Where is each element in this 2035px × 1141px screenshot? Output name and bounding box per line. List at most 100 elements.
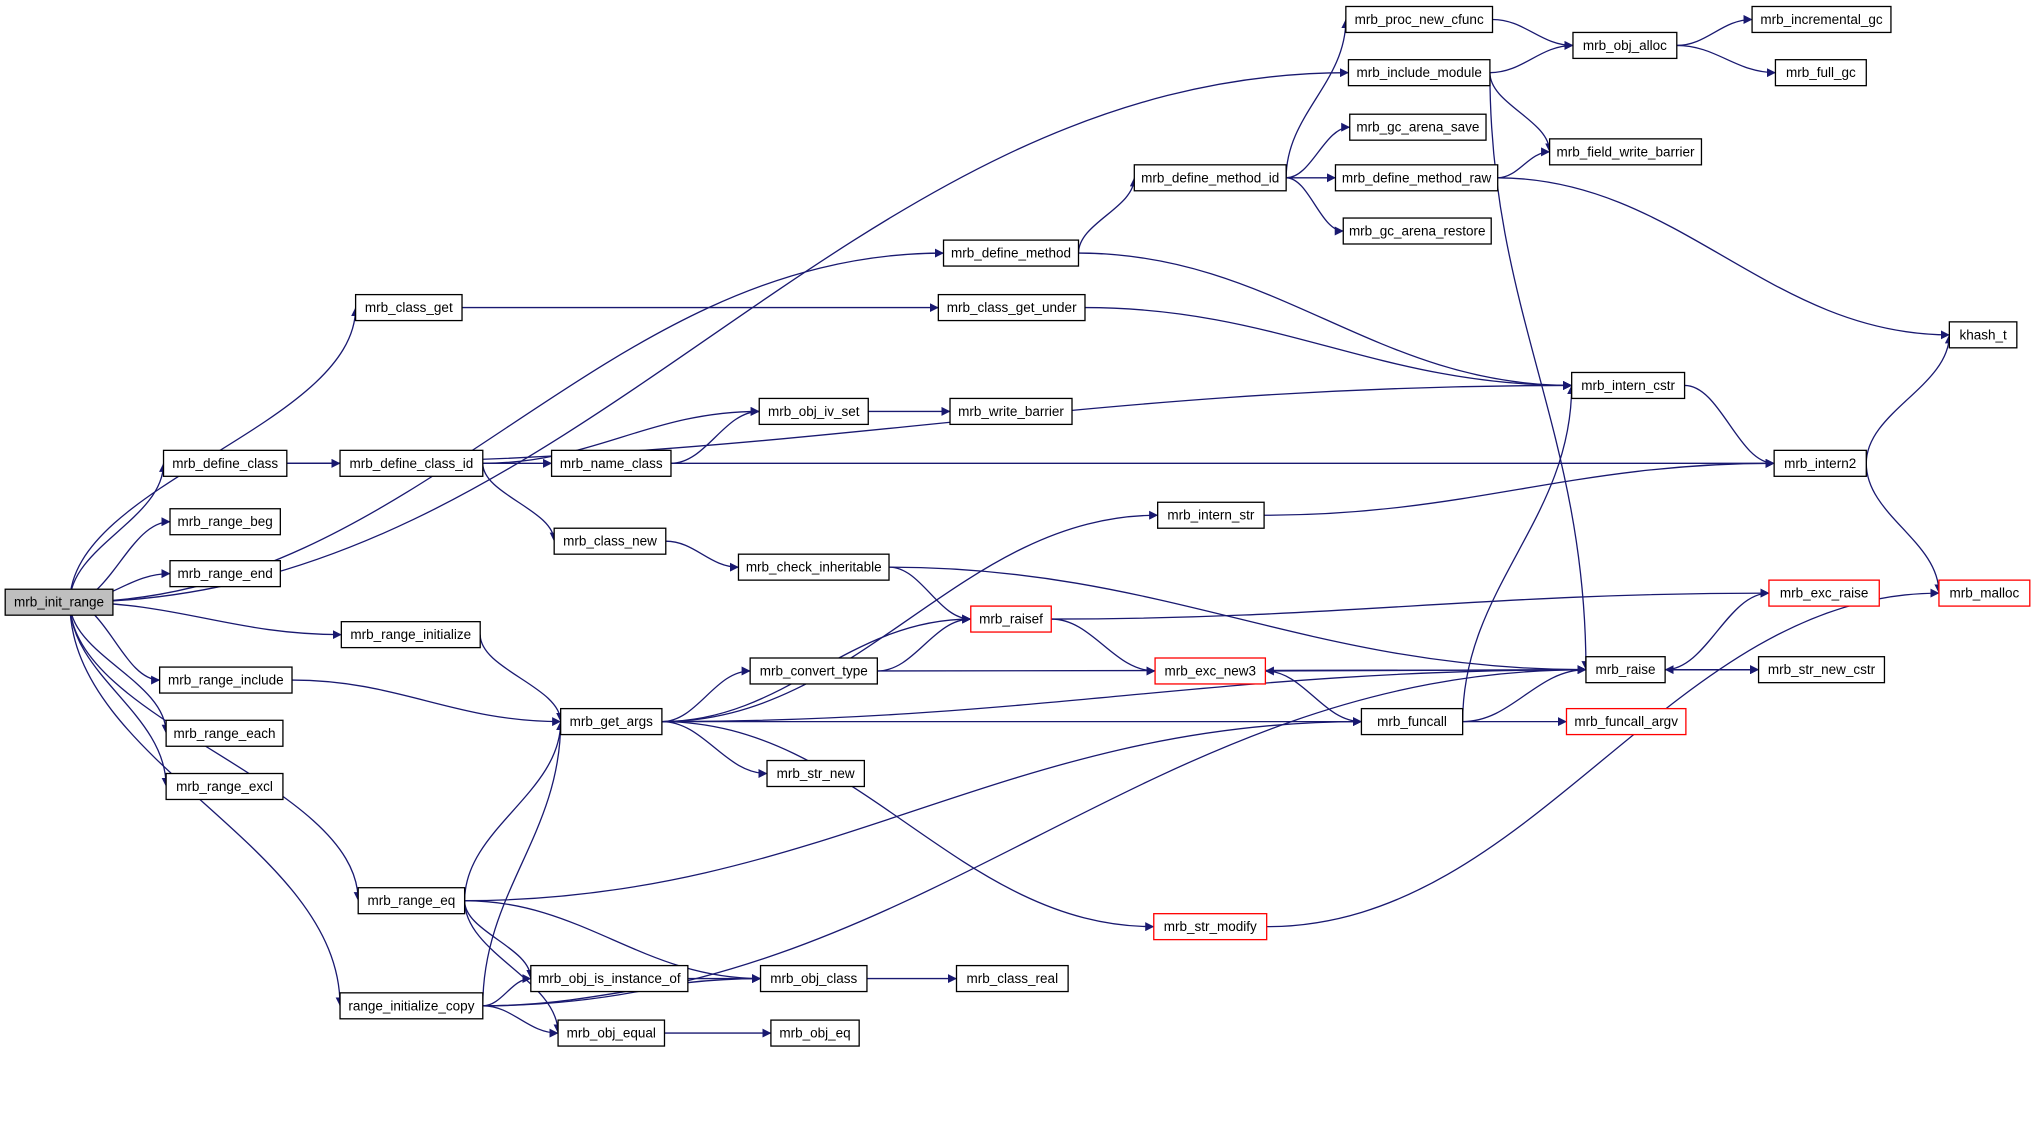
node-mrb-str-modify[interactable]: mrb_str_modify	[1153, 913, 1268, 941]
node-box	[1360, 707, 1464, 736]
node-mrb-define-method-raw[interactable]: mrb_define_method_raw	[1334, 164, 1499, 192]
node-mrb-malloc[interactable]: mrb_malloc	[1938, 579, 2031, 607]
node-box	[1768, 579, 1880, 607]
node-mrb-obj-equal[interactable]: mrb_obj_equal	[557, 1019, 666, 1047]
node-mrb-str-new[interactable]: mrb_str_new	[766, 759, 866, 788]
node-box	[357, 887, 466, 915]
node-box	[1948, 321, 2018, 349]
call-edge	[665, 540, 739, 572]
node-mrb-define-class-id[interactable]: mrb_define_class_id	[339, 449, 484, 477]
node-mrb-class-get[interactable]: mrb_class_get	[354, 293, 463, 322]
node-box	[340, 621, 481, 649]
node-mrb-define-method-id[interactable]: mrb_define_method_id	[1133, 164, 1287, 192]
node-mrb-range-end[interactable]: mrb_range_end	[169, 560, 281, 588]
node-mrb-range-excl[interactable]: mrb_range_excl	[165, 772, 284, 801]
node-mrb-define-method[interactable]: mrb_define_method	[942, 239, 1080, 267]
node-mrb-range-eq[interactable]: mrb_range_eq	[357, 887, 466, 915]
node-layer: mrb_init_range mrb_proc_new_cfunc mrb_obj_…	[4, 5, 2031, 1047]
node-box	[749, 657, 878, 685]
node-khash-t[interactable]: khash_t	[1948, 321, 2018, 349]
node-mrb-write-barrier[interactable]: mrb_write_barrier	[949, 397, 1073, 426]
node-label: mrb_obj_iv_set	[768, 404, 860, 419]
node-mrb-obj-eq[interactable]: mrb_obj_eq	[770, 1019, 860, 1047]
node-label: mrb_define_method_id	[1141, 170, 1279, 185]
node-mrb-incremental-gc[interactable]: mrb_incremental_gc	[1751, 5, 1892, 34]
node-mrb-obj-is-instance-of[interactable]: mrb_obj_is_instance_of	[530, 964, 689, 993]
node-mrb-range-beg[interactable]: mrb_range_beg	[169, 508, 281, 536]
node-mrb-gc-arena-restore[interactable]: mrb_gc_arena_restore	[1342, 217, 1492, 245]
call-edge	[661, 720, 1155, 932]
node-mrb-intern-cstr[interactable]: mrb_intern_cstr	[1571, 371, 1686, 400]
call-edge	[1286, 177, 1344, 236]
call-edge	[1489, 40, 1574, 74]
node-box	[560, 707, 663, 736]
node-range-initialize-copy[interactable]: range_initialize_copy	[339, 992, 484, 1020]
node-mrb-gc-arena-save[interactable]: mrb_gc_arena_save	[1349, 113, 1487, 141]
call-edge	[1077, 177, 1139, 254]
call-edge	[292, 679, 562, 727]
node-box	[970, 605, 1052, 633]
node-box	[1345, 5, 1494, 34]
node-label: mrb_class_get	[365, 300, 453, 315]
call-edge	[479, 634, 566, 723]
call-edge	[889, 566, 972, 624]
node-mrb-full-gc[interactable]: mrb_full_gc	[1774, 59, 1867, 87]
node-mrb-obj-class[interactable]: mrb_obj_class	[759, 964, 868, 993]
node-mrb-get-args[interactable]: mrb_get_args	[560, 707, 663, 736]
call-edge	[1078, 252, 1573, 390]
call-edge	[463, 900, 536, 980]
node-mrb-range-include[interactable]: mrb_range_include	[158, 666, 293, 694]
node-label: mrb_name_class	[560, 456, 663, 471]
node-box	[169, 560, 281, 588]
node-label: mrb_define_method	[951, 246, 1071, 261]
call-edge	[1285, 19, 1351, 178]
node-mrb-class-real[interactable]: mrb_class_real	[955, 964, 1069, 993]
call-edge	[482, 1005, 559, 1038]
node-mrb-check-inheritable[interactable]: mrb_check_inheritable	[737, 553, 890, 581]
node-mrb-class-new[interactable]: mrb_class_new	[553, 527, 667, 555]
node-mrb-define-class[interactable]: mrb_define_class	[162, 449, 288, 477]
node-mrb-exc-raise[interactable]: mrb_exc_raise	[1768, 579, 1880, 607]
node-label: mrb_obj_alloc	[1583, 38, 1667, 53]
node-mrb-range-each[interactable]: mrb_range_each	[165, 719, 284, 747]
node-label: range_initialize_copy	[348, 998, 474, 1013]
call-edge	[1265, 670, 1362, 727]
node-mrb-range-initialize[interactable]: mrb_range_initialize	[340, 621, 481, 649]
node-mrb-funcall[interactable]: mrb_funcall	[1360, 707, 1464, 736]
node-box	[1571, 371, 1686, 400]
call-edge	[1489, 72, 1555, 153]
node-label: mrb_range_beg	[178, 514, 273, 529]
node-mrb-str-new-cstr[interactable]: mrb_str_new_cstr	[1757, 656, 1886, 684]
node-box	[1757, 656, 1886, 684]
node-box	[1565, 707, 1687, 736]
node-label: mrb_get_args	[570, 714, 654, 729]
node-box	[1334, 164, 1499, 192]
node-label: mrb_malloc	[1949, 586, 2019, 601]
node-mrb-raise[interactable]: mrb_raise	[1585, 656, 1666, 684]
node-mrb-convert-type[interactable]: mrb_convert_type	[749, 657, 878, 685]
node-mrb-obj-alloc[interactable]: mrb_obj_alloc	[1572, 31, 1678, 60]
node-box	[4, 588, 114, 616]
node-label: mrb_exc_new3	[1164, 663, 1256, 678]
node-mrb-intern-str[interactable]: mrb_intern_str	[1157, 501, 1265, 529]
node-mrb-exc-new3[interactable]: mrb_exc_new3	[1154, 657, 1267, 685]
node-label: mrb_class_new	[563, 534, 657, 549]
call-edge	[661, 510, 1159, 723]
node-mrb-include-module[interactable]: mrb_include_module	[1347, 59, 1491, 87]
node-box	[1154, 657, 1267, 685]
node-mrb-proc-new-cfunc[interactable]: mrb_proc_new_cfunc	[1345, 5, 1494, 34]
node-mrb-name-class[interactable]: mrb_name_class	[550, 449, 672, 477]
node-mrb-class-get-under[interactable]: mrb_class_get_under	[937, 293, 1086, 322]
node-mrb-intern2[interactable]: mrb_intern2	[1773, 449, 1867, 477]
call-edge	[482, 974, 532, 1007]
node-label: mrb_class_get_under	[947, 300, 1077, 315]
node-label: mrb_str_new_cstr	[1768, 662, 1876, 677]
node-mrb-init-range[interactable]: mrb_init_range	[4, 588, 114, 616]
node-mrb-field-write-barrier[interactable]: mrb_field_write_barrier	[1548, 138, 1703, 166]
node-mrb-raisef[interactable]: mrb_raisef	[970, 605, 1052, 633]
call-edge	[464, 717, 1362, 902]
call-edge	[1665, 588, 1770, 671]
node-mrb-obj-iv-set[interactable]: mrb_obj_iv_set	[758, 397, 869, 426]
node-mrb-funcall-argv[interactable]: mrb_funcall_argv	[1565, 707, 1687, 736]
call-edge	[482, 463, 559, 542]
